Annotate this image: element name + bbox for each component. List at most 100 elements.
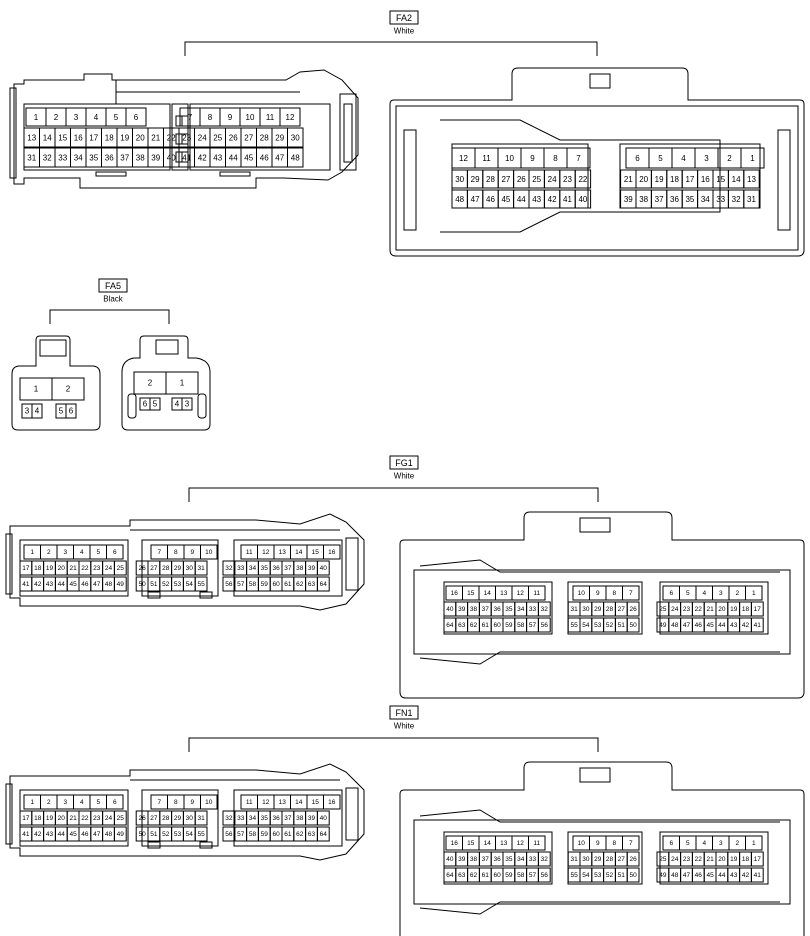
pin-label: 26 xyxy=(517,175,526,184)
pin-label: 13 xyxy=(500,840,508,847)
pin-label: 55 xyxy=(570,622,578,629)
pin-label: 10 xyxy=(205,799,213,806)
pin-label: 25 xyxy=(659,856,667,863)
cavity-outline xyxy=(419,559,780,665)
pin-label: 3 xyxy=(185,400,190,409)
pin-label: 53 xyxy=(174,831,182,838)
pin-label: 45 xyxy=(706,622,714,629)
pin-label: 9 xyxy=(190,549,194,556)
pointer-bracket xyxy=(188,487,599,502)
pin-label: 46 xyxy=(695,872,703,879)
latch-arm xyxy=(339,93,357,171)
pin-label: 57 xyxy=(237,581,245,588)
pin-label: 48 xyxy=(671,872,679,879)
pin-label: 39 xyxy=(458,606,466,613)
pin-label: 39 xyxy=(308,565,316,572)
pin-cell xyxy=(626,867,640,883)
pin-label: 20 xyxy=(136,134,145,143)
pin-cell xyxy=(106,544,124,560)
lock-tab xyxy=(219,171,251,177)
pin-label: 34 xyxy=(517,606,525,613)
connector-id-box xyxy=(389,10,419,25)
pin-label: 40 xyxy=(320,815,328,822)
pin-label: 28 xyxy=(486,175,495,184)
pin-label: 64 xyxy=(320,581,328,588)
pin-cell xyxy=(626,851,640,867)
pin-label: 2 xyxy=(66,385,71,394)
pin-label: 3 xyxy=(25,407,30,416)
pin-label: 19 xyxy=(46,815,54,822)
pin-cell xyxy=(626,617,640,633)
pin-cell xyxy=(743,189,760,209)
pin-label: 3 xyxy=(63,549,67,556)
pin-label: 12 xyxy=(517,590,525,597)
latch xyxy=(589,73,611,89)
pin-label: 49 xyxy=(117,831,125,838)
pin-label: 36 xyxy=(105,154,114,163)
pin-label: 42 xyxy=(34,581,42,588)
pin-label: 38 xyxy=(639,195,648,204)
pointer-bracket xyxy=(188,737,599,752)
pin-label: 42 xyxy=(198,154,207,163)
side-rail xyxy=(5,533,13,595)
pin-label: 41 xyxy=(563,195,572,204)
pin-cell xyxy=(113,576,127,592)
pin-label: 24 xyxy=(548,175,557,184)
pin-label: 1 xyxy=(34,113,39,122)
pin-label: 63 xyxy=(308,581,316,588)
latch-arm xyxy=(345,787,359,841)
pin-label: 31 xyxy=(197,815,205,822)
pin-label: 33 xyxy=(529,856,537,863)
lock-tab xyxy=(199,591,213,599)
pin-label: 11 xyxy=(482,154,491,163)
pin-label: 16 xyxy=(451,840,459,847)
pin-label: 35 xyxy=(505,856,513,863)
pin-label: 21 xyxy=(706,606,714,613)
pin-label: 51 xyxy=(618,872,626,879)
housing-outline xyxy=(13,69,359,189)
pin-label: 19 xyxy=(655,175,664,184)
pin-label: 27 xyxy=(244,134,253,143)
pin-label: 34 xyxy=(249,565,257,572)
pin-cell xyxy=(316,826,330,842)
pin-label: 34 xyxy=(517,856,525,863)
pin-label: 61 xyxy=(284,831,292,838)
pin-label: 4 xyxy=(80,799,84,806)
pin-label: 7 xyxy=(157,549,161,556)
housing-outline xyxy=(121,335,211,431)
pin-label: 5 xyxy=(686,840,690,847)
pin-label: 23 xyxy=(93,565,101,572)
pin-label: 39 xyxy=(458,856,466,863)
pin-label: 28 xyxy=(162,565,170,572)
pin-label: 49 xyxy=(117,581,125,588)
pin-label: 50 xyxy=(138,581,146,588)
pin-block-middle xyxy=(141,789,219,847)
pin-label: 4 xyxy=(80,549,84,556)
pin-label: 3 xyxy=(719,840,723,847)
pin-label: 20 xyxy=(718,856,726,863)
pin-label: 37 xyxy=(655,195,664,204)
pin-label: 20 xyxy=(58,565,66,572)
pin-label: 12 xyxy=(262,549,270,556)
pin-label: 23 xyxy=(182,134,191,143)
pin-label: 5 xyxy=(153,400,158,409)
pin-label: 57 xyxy=(529,872,537,879)
pin-label: 56 xyxy=(225,831,233,838)
pin-label: 33 xyxy=(716,195,725,204)
pin-label: 45 xyxy=(501,195,510,204)
pin-label: 2 xyxy=(47,799,51,806)
pin-label: 40 xyxy=(167,154,176,163)
pin-label: 55 xyxy=(197,831,205,838)
